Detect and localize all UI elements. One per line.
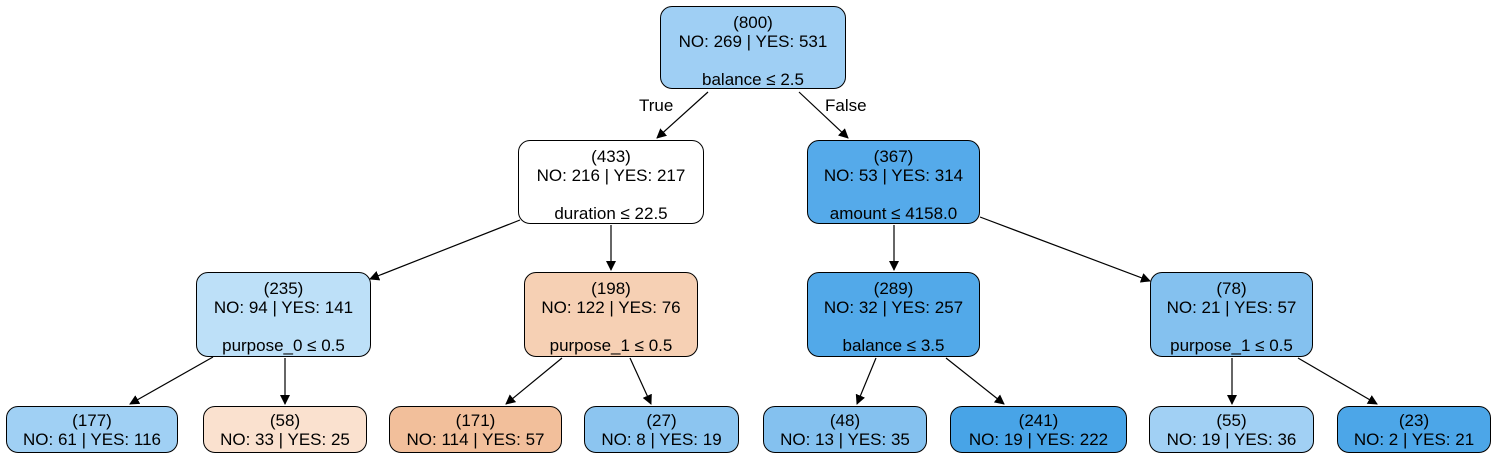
node-count: (241) (1018, 411, 1059, 430)
edge-r-rr (979, 216, 1151, 283)
node-class-distribution: NO: 21 | YES: 57 (1166, 298, 1297, 317)
tree-leaf-llr: (58) NO: 33 | YES: 25 (203, 406, 367, 453)
node-count: (177) (72, 411, 112, 430)
tree-node-lr: (198) NO: 122 | YES: 76 purpose_1 ≤ 0.5 (524, 272, 698, 357)
node-class-distribution: NO: 269 | YES: 531 (678, 32, 828, 51)
tree-leaf-lrl: (171) NO: 114 | YES: 57 (389, 406, 562, 453)
node-count: (27) (646, 411, 677, 430)
edge-lr-lrr (629, 357, 652, 405)
tree-leaf-rrl: (55) NO: 19 | YES: 36 (1149, 406, 1314, 453)
tree-node-l: (433) NO: 216 | YES: 217 duration ≤ 22.5 (518, 140, 704, 224)
node-class-distribution: NO: 122 | YES: 76 (541, 298, 681, 317)
node-count: (55) (1216, 411, 1247, 430)
edge-l-ll (369, 219, 521, 281)
tree-node-ll: (235) NO: 94 | YES: 141 purpose_0 ≤ 0.5 (196, 272, 371, 357)
node-class-distribution: NO: 32 | YES: 257 (823, 298, 964, 317)
edge-rl-rlr (945, 357, 1005, 405)
node-split-condition: balance ≤ 2.5 (702, 70, 804, 89)
tree-leaf-lrr: (27) NO: 8 | YES: 19 (584, 406, 739, 453)
node-class-distribution: NO: 114 | YES: 57 (406, 430, 545, 449)
tree-node-root: (800) NO: 269 | YES: 531 balance ≤ 2.5 (660, 6, 846, 89)
node-class-distribution: NO: 2 | YES: 21 (1353, 430, 1475, 449)
tree-leaf-rlr: (241) NO: 19 | YES: 222 (950, 406, 1127, 453)
node-count: (800) (733, 13, 773, 32)
node-class-distribution: NO: 13 | YES: 35 (780, 430, 910, 449)
node-class-distribution: NO: 8 | YES: 19 (601, 430, 722, 449)
node-split-condition: purpose_1 ≤ 0.5 (549, 336, 673, 355)
node-class-distribution: NO: 61 | YES: 116 (23, 430, 161, 449)
node-count: (23) (1398, 411, 1430, 430)
node-count: (367) (873, 147, 914, 166)
node-class-distribution: NO: 53 | YES: 314 (823, 166, 964, 185)
node-count: (58) (269, 411, 301, 430)
edge-label-true: True (639, 96, 674, 115)
tree-node-r: (367) NO: 53 | YES: 314 amount ≤ 4158.0 (807, 140, 980, 224)
edge-lr-lrl (505, 357, 563, 405)
tree-node-rr: (78) NO: 21 | YES: 57 purpose_1 ≤ 0.5 (1150, 272, 1313, 357)
edge-rr-rrr (1297, 357, 1378, 405)
edge-label-false: False (825, 96, 867, 115)
node-count: (78) (1216, 279, 1247, 298)
node-class-distribution: NO: 94 | YES: 141 (213, 298, 354, 317)
edge-ll-lll (129, 356, 214, 405)
node-split-condition: purpose_0 ≤ 0.5 (222, 336, 345, 355)
node-count: (235) (263, 279, 304, 298)
node-class-distribution: NO: 216 | YES: 217 (536, 166, 686, 185)
node-class-distribution: NO: 19 | YES: 36 (1166, 430, 1297, 449)
edge-root-r (798, 91, 849, 139)
node-split-condition: balance ≤ 3.5 (842, 336, 945, 355)
node-split-condition: duration ≤ 22.5 (554, 204, 668, 223)
node-count: (198) (591, 279, 631, 298)
node-class-distribution: NO: 33 | YES: 25 (220, 430, 350, 449)
node-count: (289) (873, 279, 914, 298)
node-count: (48) (829, 411, 861, 430)
edge-rl-rll (855, 357, 877, 405)
tree-leaf-rll: (48) NO: 13 | YES: 35 (763, 406, 927, 453)
tree-leaf-rrr: (23) NO: 2 | YES: 21 (1337, 406, 1491, 453)
node-split-condition: amount ≤ 4158.0 (829, 204, 958, 223)
node-count: (433) (591, 147, 631, 166)
edge-root-l (656, 91, 709, 139)
node-class-distribution: NO: 19 | YES: 222 (968, 430, 1109, 449)
tree-leaf-lll: (177) NO: 61 | YES: 116 (6, 406, 178, 453)
tree-node-rl: (289) NO: 32 | YES: 257 balance ≤ 3.5 (807, 272, 980, 357)
node-split-condition: purpose_1 ≤ 0.5 (1170, 336, 1293, 355)
node-count: (171) (455, 411, 496, 430)
